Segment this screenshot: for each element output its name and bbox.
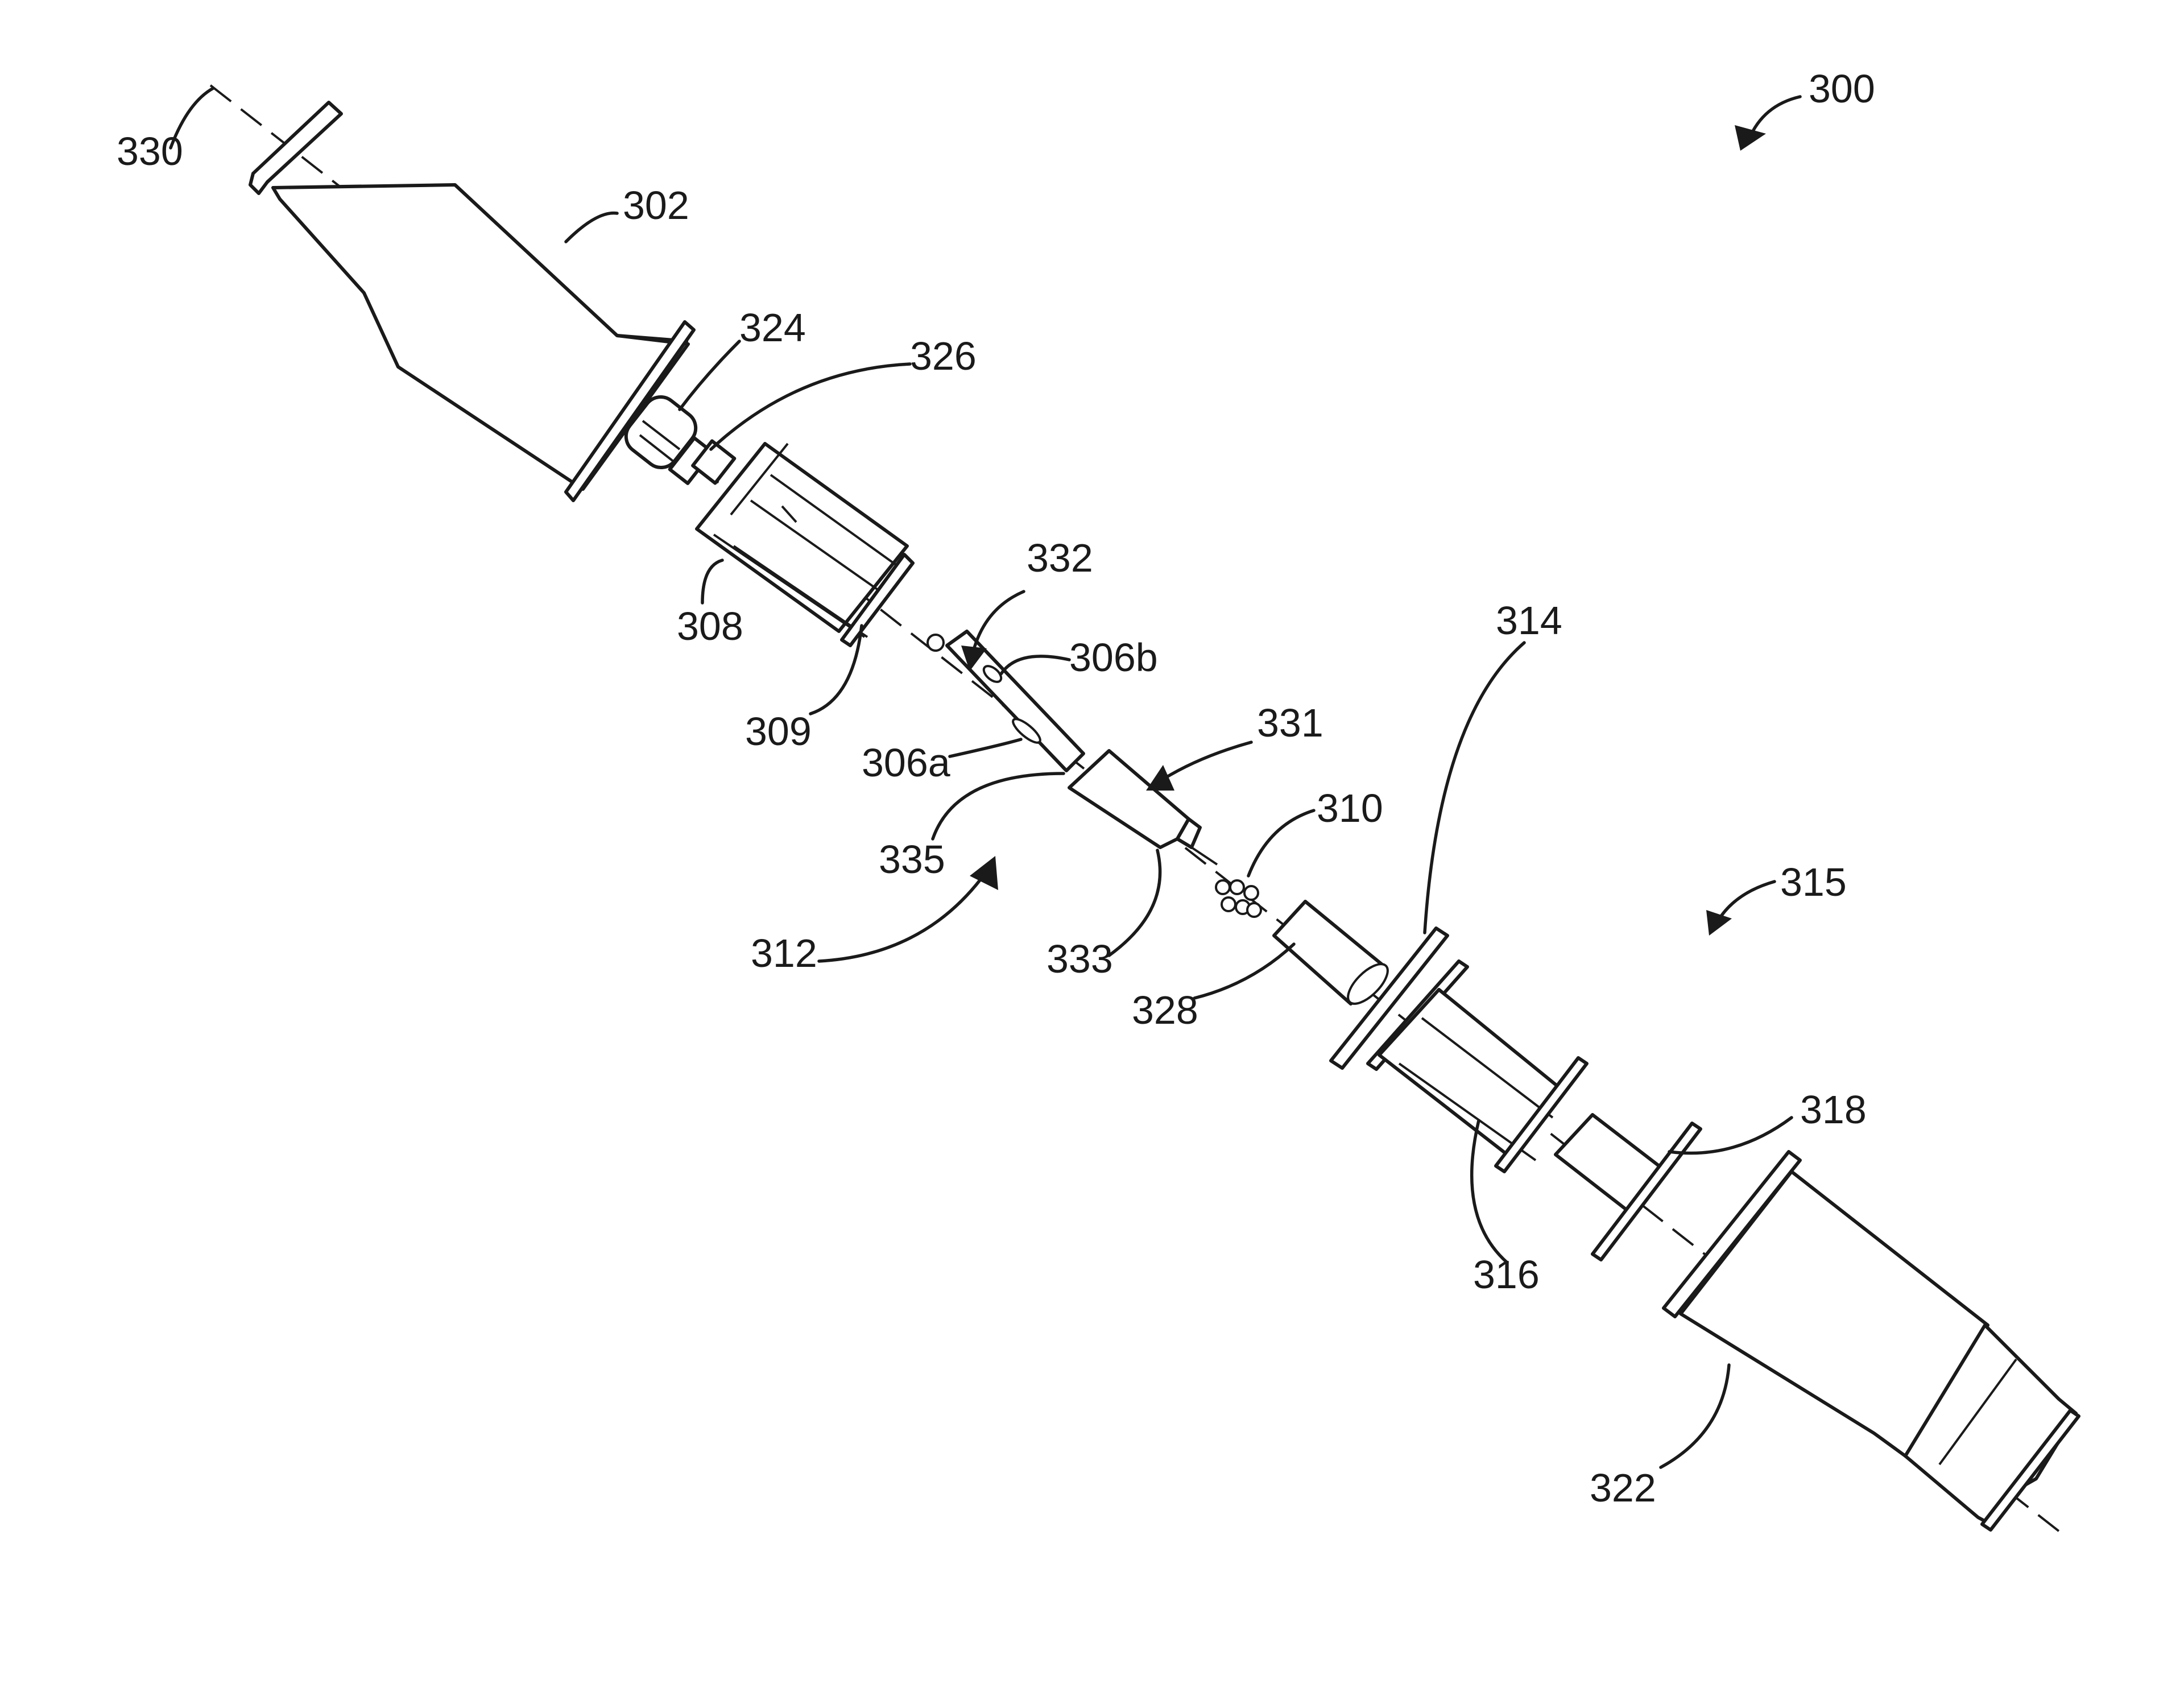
collar-318 [1554, 1113, 1702, 1261]
leader-324 [678, 340, 741, 411]
arrow-315-head [1706, 910, 1732, 936]
label-308: 308 [677, 604, 743, 648]
label-310: 310 [1317, 786, 1383, 830]
tube-316 [1378, 988, 1589, 1173]
label-322: 322 [1590, 1466, 1656, 1510]
leader-314 [1423, 641, 1526, 934]
leader-lines [169, 86, 1802, 1469]
label-315: 315 [1780, 860, 1847, 904]
arrow-331-head [1146, 765, 1174, 791]
arrow-332-shaft [971, 590, 1025, 656]
arrow-312-head [970, 856, 998, 890]
label-331: 331 [1257, 701, 1323, 745]
label-335: 335 [879, 837, 945, 882]
label-328: 328 [1132, 988, 1198, 1032]
arrow-331-shaft [1161, 740, 1253, 781]
label-326: 326 [910, 334, 977, 378]
label-306a: 306a [862, 740, 950, 785]
leader-330 [169, 86, 215, 150]
sleeve-328 [1272, 900, 1389, 1006]
leader-308 [701, 559, 724, 605]
label-309: 309 [745, 709, 812, 754]
label-300: 300 [1809, 67, 1875, 111]
probe-332 [926, 630, 1085, 772]
arrow-332-head [961, 646, 987, 671]
lower-housing-322 [1662, 1150, 2080, 1532]
leader-316 [1470, 1119, 1509, 1264]
reference-labels: 300 330 302 324 326 332 308 306b 309 306… [117, 67, 1875, 1510]
label-318: 318 [1800, 1087, 1867, 1132]
leader-302 [564, 211, 619, 243]
arrow-300-head [1735, 125, 1766, 151]
label-332: 332 [1027, 536, 1093, 580]
label-316: 316 [1473, 1252, 1540, 1297]
leader-309 [809, 624, 863, 715]
leader-335 [931, 772, 1065, 841]
arrow-315-shaft [1716, 880, 1776, 923]
label-333: 333 [1046, 937, 1113, 981]
leader-318 [1668, 1116, 1793, 1155]
label-312: 312 [751, 931, 817, 975]
upper-housing-302 [249, 101, 696, 502]
leader-328 [1193, 942, 1296, 1000]
part-326 [668, 436, 737, 485]
leader-306a [948, 738, 1023, 758]
label-314: 314 [1496, 598, 1562, 643]
label-302: 302 [623, 183, 689, 227]
spring-310 [1215, 879, 1262, 918]
cage-308 [695, 442, 915, 647]
label-330: 330 [117, 129, 183, 173]
label-306b: 306b [1069, 635, 1158, 680]
label-324: 324 [739, 305, 806, 350]
body-331 [1068, 749, 1218, 866]
leader-310 [1247, 809, 1316, 878]
leader-326 [709, 362, 912, 451]
leader-333 [1107, 849, 1162, 957]
leader-306b [999, 655, 1071, 676]
leader-322 [1659, 1363, 1731, 1469]
arrow-312-shaft [817, 877, 983, 963]
